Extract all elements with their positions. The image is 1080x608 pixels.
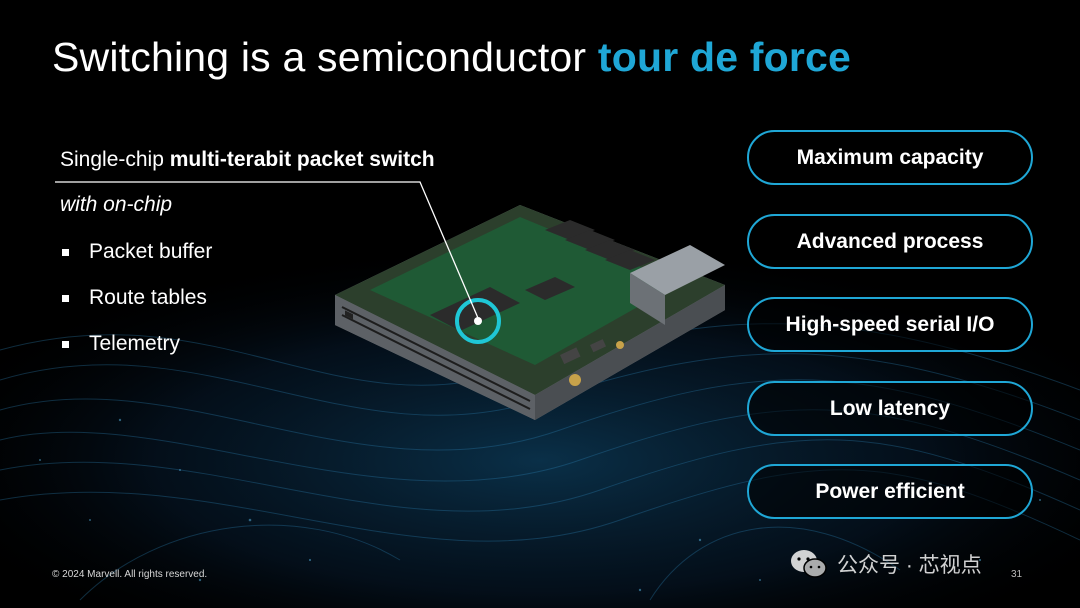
- title-plain: Switching is a semiconductor: [52, 34, 598, 80]
- square-bullet-icon: [62, 248, 69, 256]
- feature-pill-advanced-process: Advanced process: [747, 214, 1033, 269]
- chip-prefix: Single-chip: [60, 148, 170, 171]
- watermark-text: 公众号 · 芯视点: [837, 554, 982, 577]
- feature-description: Single-chip multi-terabit packet switch …: [60, 148, 520, 367]
- feature-pill-maximum-capacity: Maximum capacity: [747, 130, 1033, 185]
- feature-pill-low-latency: Low latency: [747, 381, 1033, 436]
- bullet-item: Packet buffer: [60, 229, 520, 275]
- watermark: 公众号 · 芯视点: [789, 548, 982, 580]
- square-bullet-icon: [62, 294, 69, 302]
- on-chip-subtitle: with on-chip: [60, 193, 173, 216]
- bullet-list: Packet buffer Route tables Telemetry: [60, 229, 520, 367]
- chip-description: Single-chip multi-terabit packet switch: [60, 148, 520, 172]
- wechat-logo-icon: [791, 550, 827, 578]
- slide-title: Switching is a semiconductor tour de for…: [52, 34, 851, 81]
- title-accent: tour de force: [597, 34, 852, 80]
- page-number: 31: [1011, 569, 1023, 580]
- bullet-item: Route tables: [60, 275, 520, 321]
- bullet-label: Route tables: [89, 286, 207, 309]
- bullet-label: Telemetry: [89, 332, 181, 355]
- bullet-item: Telemetry: [60, 321, 520, 367]
- feature-pill-power-efficient: Power efficient: [747, 464, 1033, 519]
- feature-pill-high-speed-serial-io: High-speed serial I/O: [747, 297, 1033, 352]
- chip-bold: multi-terabit packet switch: [169, 148, 435, 171]
- bullet-label: Packet buffer: [89, 240, 213, 263]
- square-bullet-icon: [62, 340, 69, 348]
- copyright-footer: © 2024 Marvell. All rights reserved.: [52, 569, 208, 580]
